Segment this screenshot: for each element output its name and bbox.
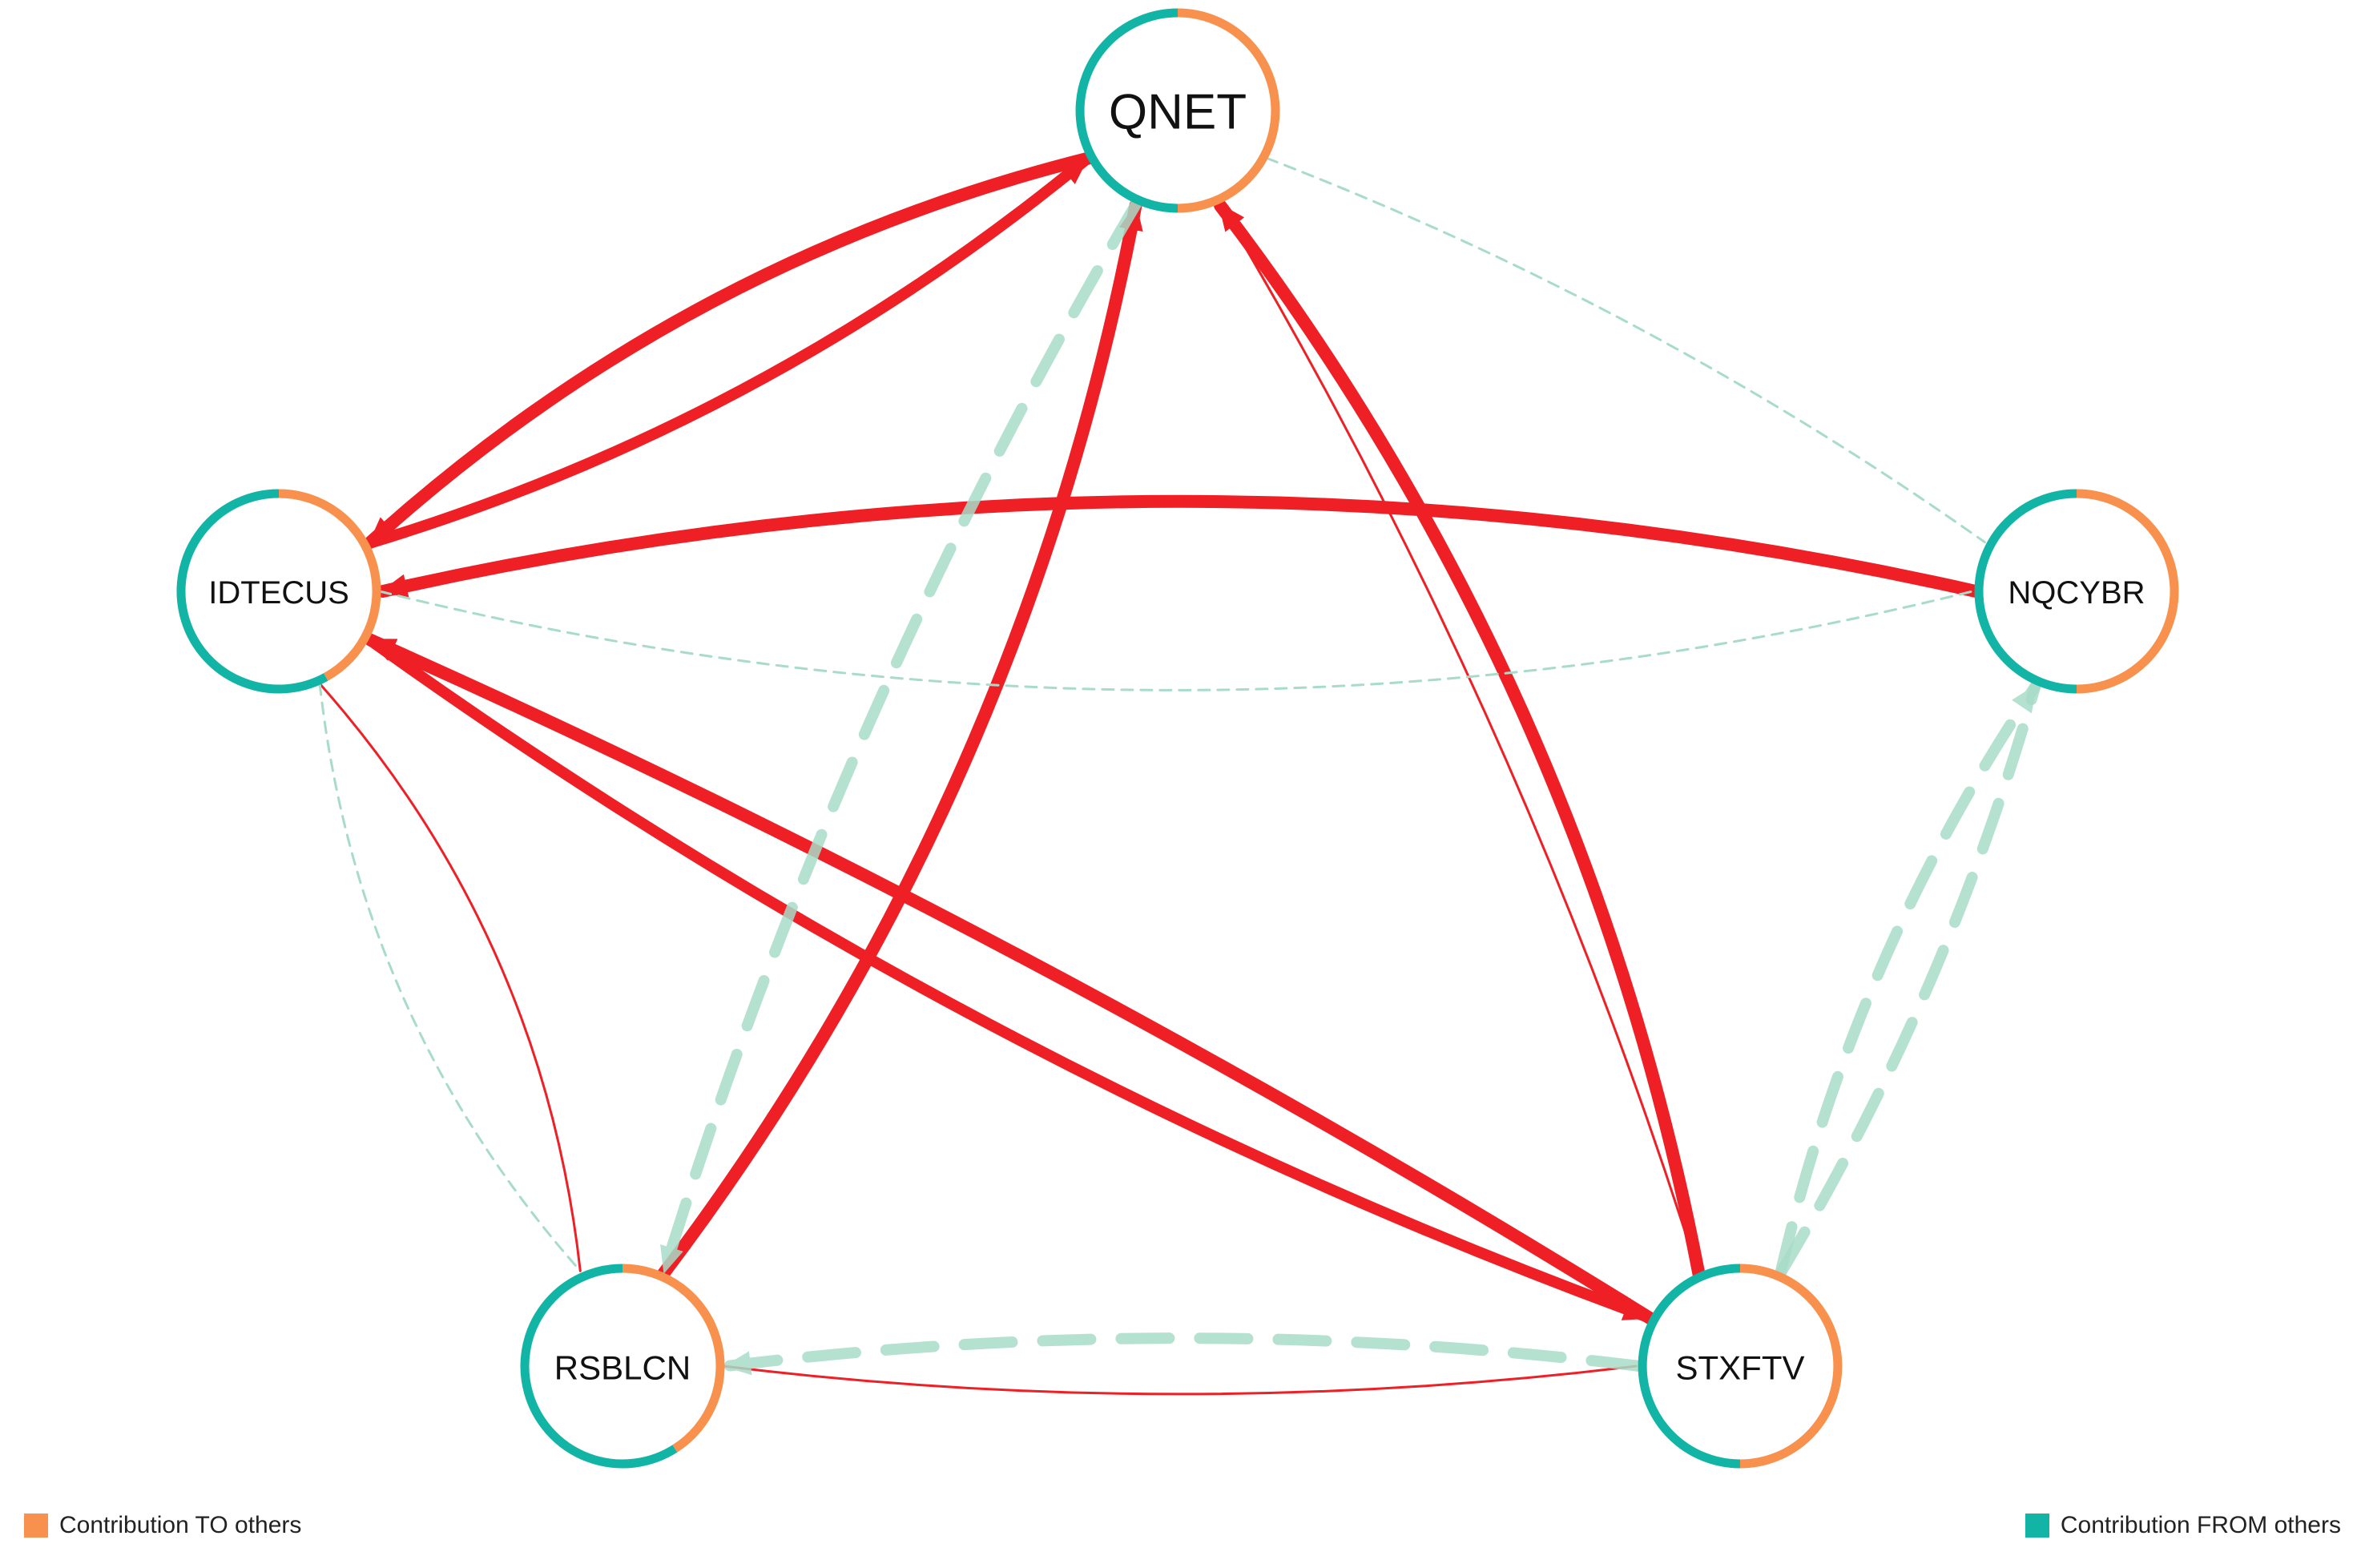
node-background [1979,494,2174,689]
node-nqcybr: NQCYBR [1974,489,2179,694]
node-label-rsblcn: RSBLCN [554,1349,691,1387]
edge-nqcybr-idtecus [377,494,1982,599]
node-qnet: QNET [1075,8,1280,213]
node-rsblcn: RSBLCN [520,1264,725,1469]
node-to-arc [622,1264,725,1453]
edge-qnet-stxftv [1218,201,1699,1272]
edge-qnet-idtecus [364,151,1095,549]
legend-from-others: Contribution FROM others [2025,1512,2341,1539]
node-background [1642,1268,1838,1464]
edge-stxftv-idtecus [364,633,1658,1325]
edge-stxftv-nqcybr-a [1775,681,2041,1280]
edge-stxftv-qnet [1214,199,1706,1280]
edges-layer [318,151,2041,1396]
node-from-arc [1974,489,2077,694]
node-to-arc [278,489,381,681]
edge-stxftv-nqcybr-b [1775,681,2041,1280]
node-from-arc [1638,1264,1741,1469]
legend-to-label: Contribution TO others [59,1512,302,1538]
edge-rsblcn-qnet [657,199,1143,1280]
node-to-arc [1739,1264,1843,1469]
node-background [181,494,377,689]
legend-to-swatch [24,1514,48,1538]
edge-qnet-nqcybr [1265,156,1986,544]
edge-idtecus-rsblcn-weak [318,682,582,1272]
node-label-qnet: QNET [1109,85,1247,140]
node-to-arc [2076,489,2179,694]
legend-to-others: Contribution TO others [24,1512,301,1539]
edge-idtecus-stxftv [362,633,1654,1324]
edge-rsblcn-stxftv [722,1364,1638,1396]
node-background [1080,13,1275,208]
edge-idtecus-qnet [362,154,1092,550]
node-from-arc [176,489,328,694]
node-label-idtecus: IDTECUS [208,575,349,611]
node-from-arc [520,1264,678,1469]
edge-idtecus-rsblcn [318,682,582,1272]
node-background [525,1268,720,1464]
edge-qnet-rsblcn [659,197,1142,1277]
edge-stxftv-rsblcn [721,1332,1645,1376]
node-idtecus: IDTECUS [176,489,381,694]
node-from-arc [1075,8,1178,213]
node-stxftv: STXFTV [1638,1264,1843,1469]
edge-idtecus-nqcybr [378,590,1974,691]
node-label-nqcybr: NQCYBR [2008,575,2145,611]
nodes-layer: QNET IDTECUS NQCYBR RSBLCN STXFTV [176,8,2179,1469]
legend-from-label: Contribution FROM others [2060,1512,2341,1538]
node-label-stxftv: STXFTV [1675,1349,1804,1387]
legend-from-swatch [2025,1514,2049,1538]
node-to-arc [1177,8,1280,213]
